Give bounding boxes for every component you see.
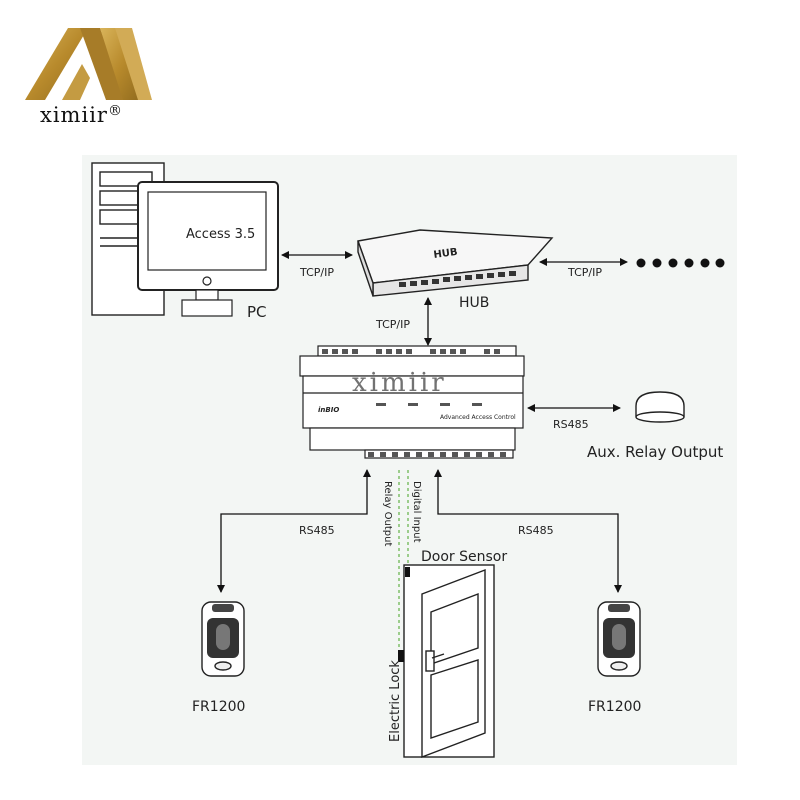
fingerprint-reader-left-icon	[201, 601, 245, 677]
aux-label: Aux. Relay Output	[587, 443, 723, 461]
controller-badge: inBIO	[318, 406, 339, 414]
hub-ports	[399, 271, 516, 287]
relay-output-label: Relay Output	[382, 481, 393, 546]
door-icon	[403, 564, 495, 759]
fingerprint-reader-right-icon	[597, 601, 641, 677]
link-controller-aux-label: RS485	[553, 418, 589, 431]
controller-unit-icon	[299, 345, 525, 459]
electric-lock-icon	[398, 650, 404, 662]
reader-right-label: FR1200	[588, 699, 641, 715]
link-pc-hub-label: TCP/IP	[299, 266, 334, 279]
controller-panel-text: Advanced Access Control	[440, 414, 516, 421]
pc-monitor-icon	[137, 181, 279, 317]
hub-body-text: HUB	[433, 247, 458, 261]
link-reader-left-label: RS485	[299, 524, 335, 537]
pc-label: PC	[247, 303, 267, 321]
brand-logo	[20, 18, 170, 148]
hub-icon	[357, 229, 554, 297]
brand-name: ximiir®	[40, 103, 123, 127]
door-sensor-icon	[405, 567, 410, 577]
link-controller-reader-right	[434, 469, 622, 593]
door-sensor-label: Door Sensor	[421, 549, 507, 565]
hub-label: HUB	[459, 295, 489, 311]
reader-left-label: FR1200	[192, 699, 245, 715]
pc-screen-text: Access 3.5	[186, 227, 255, 242]
link-controller-reader-left	[217, 469, 371, 593]
aux-relay-icon	[635, 391, 685, 423]
electric-lock-label: Electric Lock	[388, 660, 403, 742]
link-hub-controller-label: TCP/IP	[375, 318, 410, 331]
link-hub-more-label: TCP/IP	[567, 266, 602, 279]
more-devices-dots	[636, 258, 725, 268]
controller-watermark: ximiir	[352, 368, 447, 398]
controller-terminals	[322, 349, 506, 457]
link-reader-right-label: RS485	[518, 524, 554, 537]
brand-mark-icon	[25, 28, 152, 100]
digital-input-label: Digital Input	[411, 481, 422, 543]
